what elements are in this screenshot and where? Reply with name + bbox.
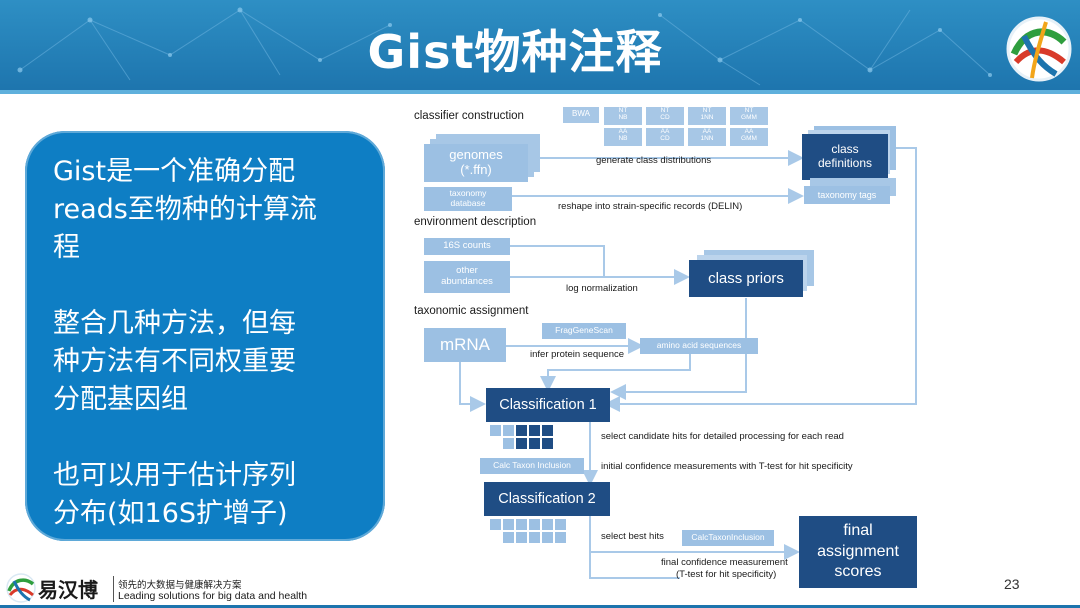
summary-line: 分布(如16S扩增子) (53, 498, 288, 529)
mrna-box: mRNA (424, 328, 506, 362)
caption-initial-confidence: initial confidence measurements with T-t… (601, 461, 853, 472)
caption-infer-protein-sequence: infer protein sequence (530, 349, 625, 360)
hit-grid-1 (490, 425, 553, 449)
caption-select-candidate-hits: select candidate hits for detailed proce… (601, 431, 844, 442)
method-box: NT NB (604, 107, 642, 125)
16s-counts-box: 16S counts (424, 238, 510, 255)
section-label-classifier-construction: classifier construction (414, 110, 524, 122)
section-label-environment-description: environment description (414, 216, 537, 228)
summary-line: reads至物种的计算流 (53, 194, 317, 225)
caption-select-best-hits: select best hits (601, 531, 664, 542)
genomes-box: genomes (*.ffn) (424, 144, 528, 182)
summary-line: 种方法有不同权重要 (53, 346, 296, 377)
calc-taxon-inclusion-2-box: CalcTaxonInclusion (682, 530, 774, 546)
classification-1-box: Classification 1 (486, 388, 610, 422)
summary-line: 整合几种方法，但每 (53, 308, 296, 339)
method-box: AA CD (646, 128, 684, 146)
hit-grid-2 (490, 519, 566, 543)
bottom-accent-bar (0, 605, 1080, 608)
other-abundances-box: other abundances (424, 261, 510, 293)
method-box: AA NB (604, 128, 642, 146)
summary-line: 程 (53, 232, 80, 263)
section-label-taxonomic-assignment: taxonomic assignment (414, 305, 529, 317)
method-box: NT 1NN (688, 107, 726, 125)
company-logo-icon (6, 573, 36, 603)
class-priors-box: class priors (689, 260, 803, 297)
method-box-bwa: BWA (563, 107, 599, 123)
taxonomy-database-box: taxonomy database (424, 187, 512, 211)
network-background (17, 7, 992, 86)
method-box: AA GMM (730, 128, 768, 146)
summary-line: 分配基因组 (53, 384, 188, 415)
globe-logo-icon (1006, 16, 1072, 82)
method-box: AA 1NN (688, 128, 726, 146)
caption-final-confidence: final confidence measurement (661, 557, 788, 568)
summary-line: Gist是一个准确分配 (53, 156, 296, 187)
classification-2-box: Classification 2 (484, 482, 610, 516)
caption-log-normalization: log normalization (566, 283, 638, 294)
tagline-english: Leading solutions for big data and healt… (118, 590, 308, 602)
fraggenescan-box: FragGeneScan (542, 323, 626, 339)
class-definitions-box: class definitions (802, 134, 888, 180)
banner-divider (0, 90, 1080, 94)
method-box: NT CD (646, 107, 684, 125)
taxonomy-tags-box: taxonomy tags (804, 186, 890, 204)
company-name: 易汉博 (38, 578, 98, 602)
calc-taxon-inclusion-1-box: Calc Taxon Inclusion (480, 458, 584, 474)
caption-generate-class-distributions: generate class distributions (596, 155, 712, 166)
method-box: NT GMM (730, 107, 768, 125)
slide-title: Gist物种注释 (367, 25, 663, 79)
tagline-chinese: 领先的大数据与健康解决方案 (118, 580, 242, 591)
final-assignment-scores-box: final assignment scores (799, 516, 917, 588)
title-banner: Gist物种注释 (0, 0, 1080, 93)
amino-acid-sequences-box: amino acid sequences (640, 338, 758, 354)
summary-panel: Gist是一个准确分配 reads至物种的计算流 程 整合几种方法，但每 种方法… (25, 131, 385, 541)
caption-final-confidence-detail: (T-test for hit specificity) (676, 569, 777, 580)
footer-divider (113, 576, 114, 602)
caption-reshape: reshape into strain-specific records (DE… (558, 201, 743, 212)
page-number: 23 (1004, 576, 1020, 592)
summary-line: 也可以用于估计序列 (53, 460, 296, 491)
